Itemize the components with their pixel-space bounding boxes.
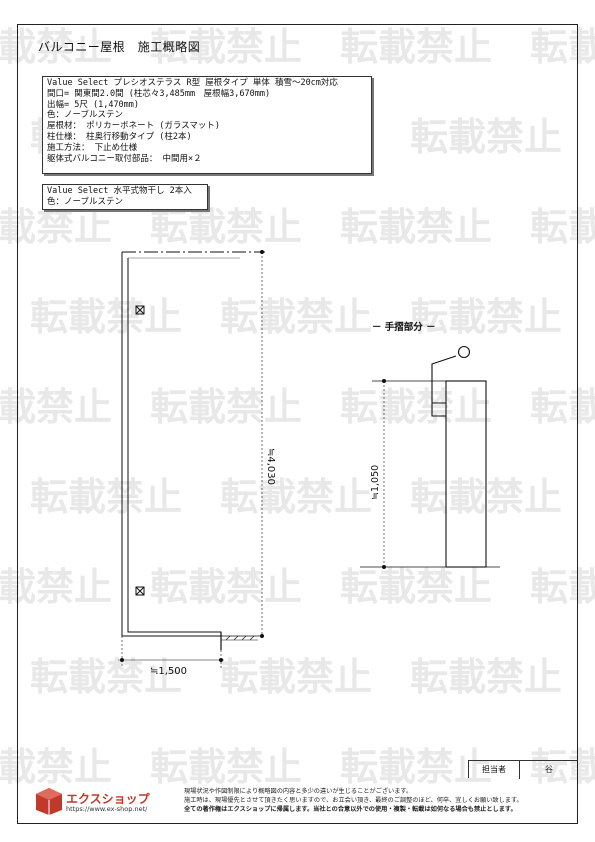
person-in-charge-table: 担当者 谷: [468, 760, 578, 779]
person-label: 担当者: [469, 761, 520, 779]
box-logo-icon: [36, 788, 62, 815]
spec-line: 柱仕様： 柱奥行移動タイプ (柱2本): [47, 131, 192, 142]
watermark-text: 転載禁止: [530, 745, 595, 789]
company-name: エクスショップ: [66, 792, 150, 806]
watermark-text: 転載禁止: [530, 385, 595, 429]
spec-line: Value Select 水平式物干し 2本入: [47, 186, 192, 196]
watermark-text: 転載禁止: [0, 565, 112, 609]
post-bottom: [135, 586, 145, 596]
person-name: 谷: [545, 765, 553, 774]
watermark-text: 転載禁止: [0, 385, 112, 429]
width-label: ≒1,500: [150, 666, 187, 677]
spec-line: 色：ノーブルステン: [47, 110, 123, 121]
watermark-text: 転載禁止: [0, 745, 112, 789]
height-label: ≒4,030: [265, 448, 276, 485]
watermark-text: 転載禁止: [0, 25, 112, 69]
watermark-text: 転載禁止: [340, 385, 492, 429]
watermark-text: 転載禁止: [530, 25, 595, 69]
spec-line: 施工方法： 下止め仕様: [47, 142, 138, 153]
note-line: 現場状況や作図制限により概略図の内容と多少の違いが生じることがございます。: [184, 788, 413, 795]
railing-post: [431, 355, 457, 416]
watermark-text: 転載禁止: [340, 745, 492, 789]
watermark-text: 転載禁止: [530, 565, 595, 609]
spec-line: 色：ノーブルステン: [47, 196, 123, 207]
footer-notes: 現場状況や作図制限により概略図の内容と多少の違いが生じることがございます。 施工…: [184, 788, 523, 814]
spec-line: 屋根材： ポリカーボネート (ガラスマット): [47, 121, 221, 132]
spec-line: 出幅= 5尺 (1,470mm): [47, 99, 140, 110]
spec-line: 躯体式バルコニー取付部品： 中間用×２: [47, 153, 202, 164]
spec-line: Value Select プレシオステラス R型 屋根タイプ 単体 積雪～20c…: [47, 78, 338, 88]
watermark-text: 転載禁止: [0, 205, 112, 249]
note-line: 全ての著作権はエクスショップに帰属します。当社との合意以外での使用・複製・転載は…: [184, 805, 517, 813]
post-top: [135, 305, 145, 315]
watermark-text: 転載禁止: [410, 655, 562, 699]
watermark-text: 転載禁止: [220, 295, 372, 339]
company-url[interactable]: https://www.ex-shop.net/: [66, 805, 148, 813]
watermark-text: 転載禁止: [340, 25, 492, 69]
watermark-text: 転載禁止: [30, 655, 182, 699]
handrail-label: － 手摺部分 －: [372, 321, 436, 333]
spec-line: 間口= 関東間2.0間 (柱芯々3,485mm 屋根幅3,670mm): [47, 88, 271, 99]
spec-box-roof: Value Select プレシオステラス R型 屋根タイプ 単体 積雪～20c…: [42, 76, 372, 174]
watermark-text: 転載禁止: [150, 745, 302, 789]
watermark-text: 転載禁止: [340, 565, 492, 609]
handrail-bar-icon: [457, 345, 471, 359]
watermark-text: 転載禁止: [410, 115, 562, 159]
watermark-text: 転載禁止: [150, 565, 302, 609]
watermark-text: 転載禁止: [220, 655, 372, 699]
page-title: バルコニー屋根 施工概略図: [38, 40, 201, 54]
watermark-text: 転載禁止: [410, 295, 562, 339]
parapet-wall: [445, 380, 487, 568]
spec-box-clothes-pole: Value Select 水平式物干し 2本入 色：ノーブルステン: [42, 184, 208, 210]
watermark-text: 転載禁止: [340, 205, 492, 249]
watermark-text: 転載禁止: [220, 475, 372, 519]
watermark-text: 転載禁止: [30, 475, 182, 519]
note-line: 施工時は、現場優先とさせて頂きたく思いますので、お立会い頂き、最終のご調整のほど…: [184, 796, 523, 804]
watermark-text: 転載禁止: [30, 295, 182, 339]
handrail-height-label: ≒1,050: [370, 465, 381, 500]
drawing-frame: [17, 24, 578, 824]
watermark-text: 転載禁止: [150, 205, 302, 249]
watermark-text: 転載禁止: [530, 205, 595, 249]
company-logo: エクスショップ https://www.ex-shop.net/: [34, 786, 164, 816]
watermark-text: 転載禁止: [150, 25, 302, 69]
watermark-text: 転載禁止: [150, 385, 302, 429]
